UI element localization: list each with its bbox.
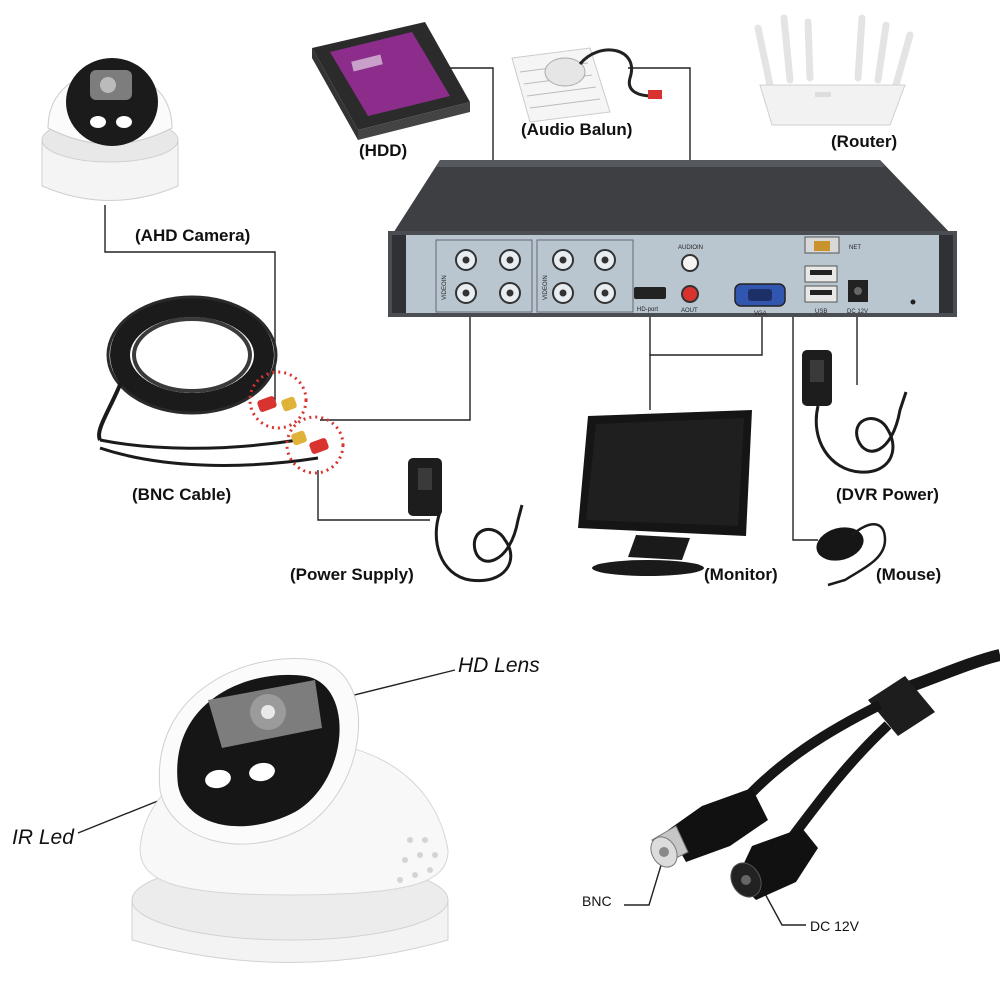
ir-led-label: IR Led (12, 826, 74, 849)
dvr-recorder-icon: VIDEOIN VIDEOIN AUDIOIN AOUT HD-port VGA… (388, 160, 957, 317)
hdd-icon (312, 22, 470, 140)
dc-pointer-line (762, 889, 806, 926)
router-label: (Router) (831, 132, 898, 151)
dvr-power-label: (DVR Power) (836, 485, 939, 504)
highlight-circle-camera-end (248, 370, 308, 430)
bnc-label: BNC (582, 893, 612, 909)
monitor-icon (578, 410, 752, 576)
audio-balun-icon (511, 47, 662, 123)
dc12v-label: DC 12V (810, 918, 860, 934)
dome-camera-large-icon (131, 658, 449, 963)
router-icon (754, 14, 914, 126)
power-supply-label: (Power Supply) (290, 565, 414, 584)
bnc-pointer-line (624, 861, 663, 906)
dome-camera-icon (41, 58, 179, 201)
hdd-label: (HDD) (359, 141, 408, 160)
monitor-label: (Monitor) (704, 565, 778, 584)
bnc-connector-icon (650, 788, 768, 868)
mouse-label: (Mouse) (876, 565, 942, 584)
dc-plug-icon (730, 828, 818, 900)
audio-balun-label: (Audio Balun) (521, 120, 633, 139)
camera-connector-line (104, 205, 276, 402)
hdmi-label: HD-port (637, 307, 658, 313)
audioin-label: AUDIOIN (678, 245, 703, 251)
monitor-connector-line (649, 302, 763, 356)
highlight-circle-dvr-end (285, 415, 345, 475)
power-adapter-icon (802, 350, 908, 474)
usb-label: USB (815, 309, 827, 315)
mouse-icon (816, 523, 887, 587)
videoin-label-2: VIDEOIN (543, 275, 549, 300)
bnc-cable-label: (BNC Cable) (132, 485, 232, 504)
aout-label: AOUT (681, 308, 698, 314)
vga-label: VGA (754, 311, 767, 317)
net-label: NET (849, 245, 861, 251)
ahd-camera-label: (AHD Camera) (135, 226, 251, 245)
cable-coil-icon (97, 295, 345, 475)
videoin-label-1: VIDEOIN (442, 275, 448, 300)
power-adapter-icon (408, 458, 524, 583)
dc-label: DC 12V (847, 309, 868, 315)
videoin-connector-line (320, 302, 471, 421)
hd-lens-label: HD Lens (458, 654, 540, 677)
mouse-connector-line (792, 285, 818, 541)
cable-closeup (736, 649, 1000, 844)
power-connector-line (317, 470, 430, 521)
